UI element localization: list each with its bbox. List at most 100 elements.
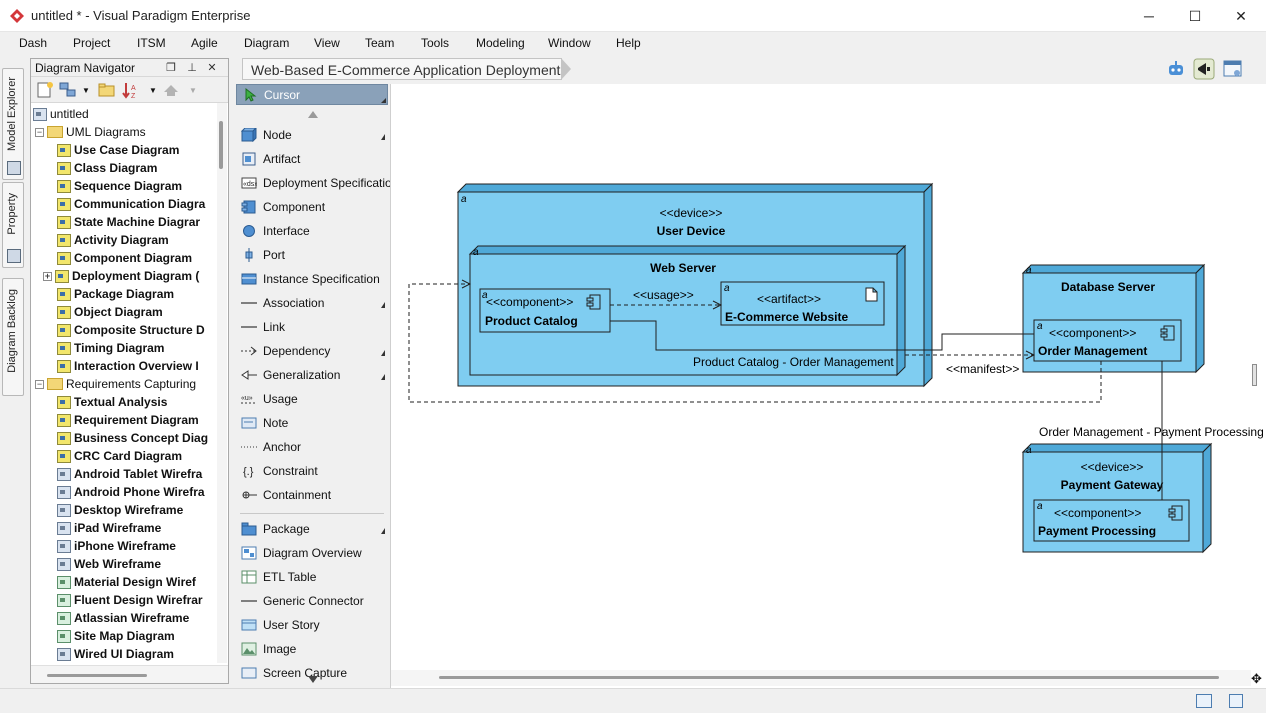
more-options-icon[interactable]	[381, 302, 385, 308]
menu-window[interactable]: Window	[548, 36, 591, 50]
maximize-button[interactable]: ☐	[1172, 0, 1218, 32]
new-diagram-icon[interactable]	[35, 80, 55, 100]
palette-item-diagram-overview[interactable]: Diagram Overview	[236, 543, 388, 563]
menu-project[interactable]: Project	[73, 36, 110, 50]
tree-item[interactable]: Activity Diagram	[57, 231, 169, 249]
diagram-structure-icon[interactable]	[58, 80, 78, 100]
chevron-down-icon[interactable]: ▼	[82, 86, 90, 95]
tree-item[interactable]: −Requirements Capturing	[35, 375, 196, 393]
open-folder-icon[interactable]	[97, 80, 117, 100]
palette-item-anchor[interactable]: Anchor	[236, 437, 388, 457]
collapse-icon[interactable]: −	[35, 128, 44, 137]
canvas-horizontal-scrollbar[interactable]	[391, 670, 1251, 686]
palette-scroll-down-icon[interactable]	[308, 676, 318, 683]
component-order-management[interactable]: a <<component>> Order Management	[1034, 320, 1181, 361]
tree-item[interactable]: Textual Analysis	[57, 393, 167, 411]
tree-item[interactable]: Business Concept Diag	[57, 429, 208, 447]
palette-item-usage[interactable]: «u»Usage	[236, 389, 388, 409]
tree-item[interactable]: Composite Structure D	[57, 321, 205, 339]
palette-item-deployment-spec[interactable]: «ds»Deployment Specification	[236, 173, 388, 193]
tree-item[interactable]: Atlassian Wireframe	[57, 609, 189, 627]
chevron-down-icon[interactable]: ▼	[189, 86, 197, 95]
minimize-button[interactable]: ─	[1126, 0, 1172, 32]
more-options-icon[interactable]	[381, 374, 385, 380]
tree-item[interactable]: Communication Diagra	[57, 195, 205, 213]
component-payment-processing[interactable]: a <<component>> Payment Processing	[1034, 500, 1189, 541]
navigator-vertical-scrollbar[interactable]	[217, 103, 227, 663]
scroll-thumb[interactable]	[47, 674, 147, 677]
palette-item-note[interactable]: Note	[236, 413, 388, 433]
tree-item[interactable]: Requirement Diagram	[57, 411, 199, 429]
tree-item[interactable]: Timing Diagram	[57, 339, 164, 357]
announcement-icon[interactable]	[1193, 58, 1215, 80]
tree-item[interactable]: +Deployment Diagram (	[57, 267, 199, 285]
menu-itsm[interactable]: ITSM	[137, 36, 166, 50]
more-options-icon[interactable]	[381, 350, 385, 356]
mail-icon[interactable]	[1196, 694, 1212, 708]
chevron-down-icon[interactable]: ▼	[149, 86, 157, 95]
palette-item-image[interactable]: Image	[236, 639, 388, 659]
tab-diagram-backlog[interactable]: Diagram Backlog	[2, 278, 24, 396]
palette-item-user-story[interactable]: User Story	[236, 615, 388, 635]
menu-help[interactable]: Help	[616, 36, 641, 50]
tree-item[interactable]: Desktop Wireframe	[57, 501, 183, 519]
close-button[interactable]: ✕	[1218, 0, 1264, 32]
artifact-ecommerce-website[interactable]: a <<artifact>> E-Commerce Website	[721, 282, 884, 325]
menu-dash[interactable]: Dash	[19, 36, 47, 50]
palette-item-containment[interactable]: Containment	[236, 485, 388, 505]
more-options-icon[interactable]	[381, 528, 385, 534]
tree-item[interactable]: −UML Diagrams	[35, 123, 146, 141]
diagram-canvas[interactable]: a <<device>> User Device a Web Server a …	[390, 84, 1266, 688]
palette-scroll-up-icon[interactable]	[308, 111, 318, 118]
palette-item-etl-table[interactable]: ETL Table	[236, 567, 388, 587]
palette-item-dependency[interactable]: Dependency	[236, 341, 388, 361]
more-options-icon[interactable]	[381, 134, 385, 140]
breadcrumb-diagram-name[interactable]: Web-Based E-Commerce Application Deploym…	[251, 62, 560, 78]
tab-property[interactable]: Property	[2, 182, 24, 268]
palette-item-node[interactable]: Node	[236, 125, 388, 145]
collapse-icon[interactable]: −	[35, 380, 44, 389]
up-level-icon[interactable]	[161, 80, 181, 100]
tree-item[interactable]: CRC Card Diagram	[57, 447, 182, 465]
menu-diagram[interactable]: Diagram	[244, 36, 289, 50]
tree-item[interactable]: Android Phone Wirefra	[57, 483, 205, 501]
palette-item-artifact[interactable]: Artifact	[236, 149, 388, 169]
expand-icon[interactable]: +	[43, 272, 52, 281]
palette-item-instance-spec[interactable]: Instance Specification	[236, 269, 388, 289]
deployment-diagram[interactable]: a <<device>> User Device a Web Server a …	[391, 84, 1266, 670]
diagram-settings-icon[interactable]	[1222, 58, 1244, 80]
tree-item[interactable]: Package Diagram	[57, 285, 174, 303]
menu-modeling[interactable]: Modeling	[476, 36, 525, 50]
pan-move-icon[interactable]: ✥	[1251, 671, 1262, 687]
canvas-vertical-scroll-thumb[interactable]	[1252, 364, 1257, 386]
palette-item-constraint[interactable]: {.}Constraint	[236, 461, 388, 481]
tree-item[interactable]: Component Diagram	[57, 249, 192, 267]
tree-item[interactable]: Object Diagram	[57, 303, 163, 321]
component-product-catalog[interactable]: a <<component>> Product Catalog	[480, 289, 610, 332]
tree-item[interactable]: Class Diagram	[57, 159, 157, 177]
tree-item[interactable]: Site Map Diagram	[57, 627, 175, 645]
palette-item-component[interactable]: Component	[236, 197, 388, 217]
tree-item[interactable]: Android Tablet Wirefra	[57, 465, 202, 483]
tree-item[interactable]: Use Case Diagram	[57, 141, 179, 159]
tree-item[interactable]: iPad Wireframe	[57, 519, 161, 537]
scroll-thumb[interactable]	[219, 121, 223, 169]
palette-item-link[interactable]: Link	[236, 317, 388, 337]
tree-item[interactable]: Web Wireframe	[57, 555, 161, 573]
tree-item[interactable]: Wired UI Diagram	[57, 645, 174, 663]
tree-item[interactable]: Sequence Diagram	[57, 177, 182, 195]
tree-item[interactable]: Material Design Wiref	[57, 573, 196, 591]
tree-item[interactable]: Interaction Overview I	[57, 357, 199, 375]
menu-tools[interactable]: Tools	[421, 36, 449, 50]
tree-item[interactable]: iPhone Wireframe	[57, 537, 176, 555]
breadcrumb[interactable]: Web-Based E-Commerce Application Deploym…	[242, 58, 572, 80]
palette-item-port[interactable]: Port	[236, 245, 388, 265]
robot-assistant-icon[interactable]	[1165, 58, 1187, 80]
palette-item-generalization[interactable]: Generalization	[236, 365, 388, 385]
palette-item-generic-connector[interactable]: Generic Connector	[236, 591, 388, 611]
restore-panel-icon[interactable]: ❐	[164, 60, 178, 74]
edit-document-icon[interactable]	[1229, 694, 1243, 708]
scroll-thumb[interactable]	[439, 676, 1219, 679]
close-panel-icon[interactable]: ✕	[205, 60, 219, 74]
menu-agile[interactable]: Agile	[191, 36, 218, 50]
